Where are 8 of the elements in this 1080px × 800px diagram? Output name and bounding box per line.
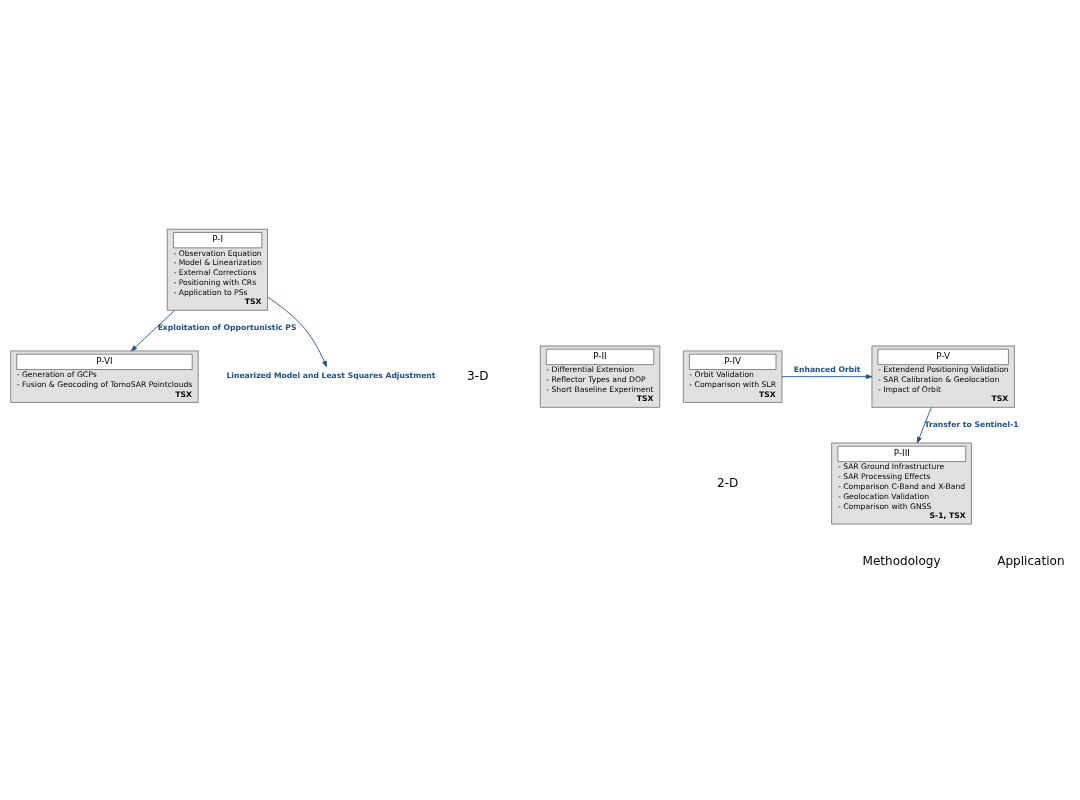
label: Application (997, 553, 1065, 568)
label: 3-D (467, 368, 489, 383)
arrow (916, 406, 932, 443)
arrow (781, 373, 873, 379)
label: Methodology (862, 553, 941, 568)
label: 2-D (717, 475, 739, 490)
arrow (267, 296, 328, 367)
arrow (131, 309, 175, 351)
